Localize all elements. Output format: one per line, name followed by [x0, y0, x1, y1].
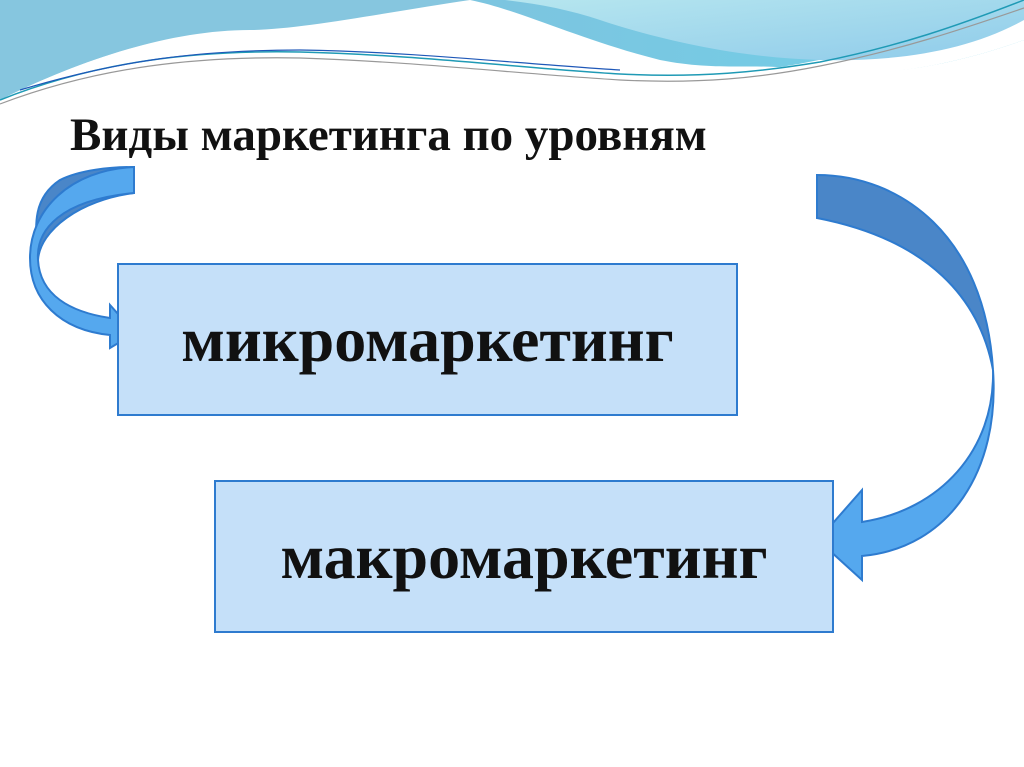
macromarketing-box: макромаркетинг: [214, 480, 834, 633]
curved-arrow-right-icon: [816, 173, 995, 583]
slide-title: Виды маркетинга по уровням: [70, 109, 707, 161]
macromarketing-label: макромаркетинг: [280, 520, 768, 592]
micromarketing-label: микромаркетинг: [181, 303, 674, 375]
micromarketing-box: микромаркетинг: [117, 263, 738, 416]
header-wave-decoration: [0, 0, 1024, 110]
